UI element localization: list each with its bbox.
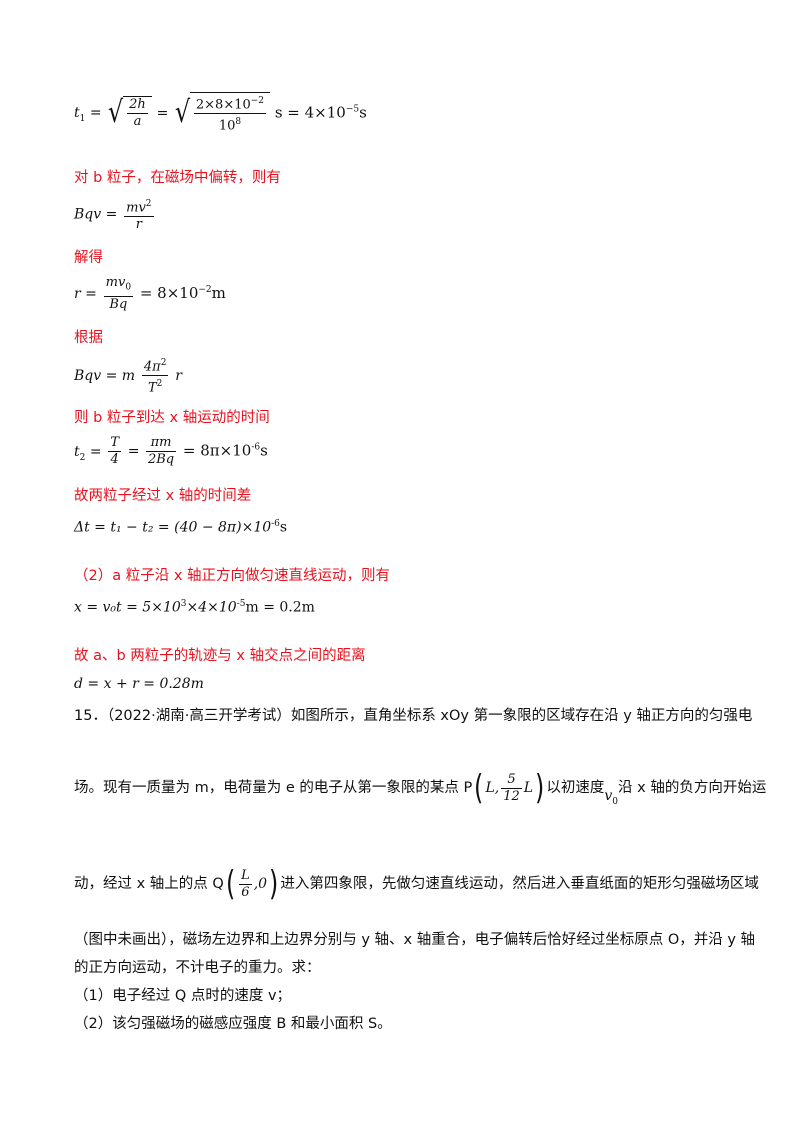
heading-time-diff: 故两粒子经过 x 轴的时间差 bbox=[74, 488, 252, 504]
q15-line6: （1）电子经过 Q 点时的速度 v； bbox=[74, 988, 292, 1004]
equation-d: d = x + r = 0.28m bbox=[74, 676, 204, 692]
q15-line5: 的正方向运动，不计电子的重力。求： bbox=[74, 960, 321, 976]
heading-b-time: 则 b 粒子到达 x 轴运动的时间 bbox=[74, 410, 270, 426]
heading-b-particle: 对 b 粒子，在磁场中偏转，则有 bbox=[74, 170, 281, 186]
equation-x: x = v₀t = 5×103×4×10-5m = 0.2m bbox=[74, 599, 315, 616]
heading-according: 根据 bbox=[74, 330, 103, 346]
q15-line1: 15．（2022·湖南·高三开学考试）如图所示，直角坐标系 xOy 第一象限的区… bbox=[74, 708, 753, 724]
equation-dt: Δt = t₁ − t₂ = (40 − 8π)×10-6s bbox=[74, 519, 288, 536]
heading-solve: 解得 bbox=[74, 250, 103, 266]
q15-line7: （2）该匀强磁场的磁感应强度 B 和最小面积 S。 bbox=[74, 1016, 392, 1032]
q15-line4: （图中未画出），磁场左边界和上边界分别与 y 轴、x 轴重合，电子偏转后恰好经过… bbox=[74, 932, 756, 948]
heading-distance: 故 a、b 两粒子的轨迹与 x 轴交点之间的距离 bbox=[74, 648, 366, 664]
heading-part2: （2）a 粒子沿 x 轴正方向做匀速直线运动，则有 bbox=[74, 568, 391, 584]
